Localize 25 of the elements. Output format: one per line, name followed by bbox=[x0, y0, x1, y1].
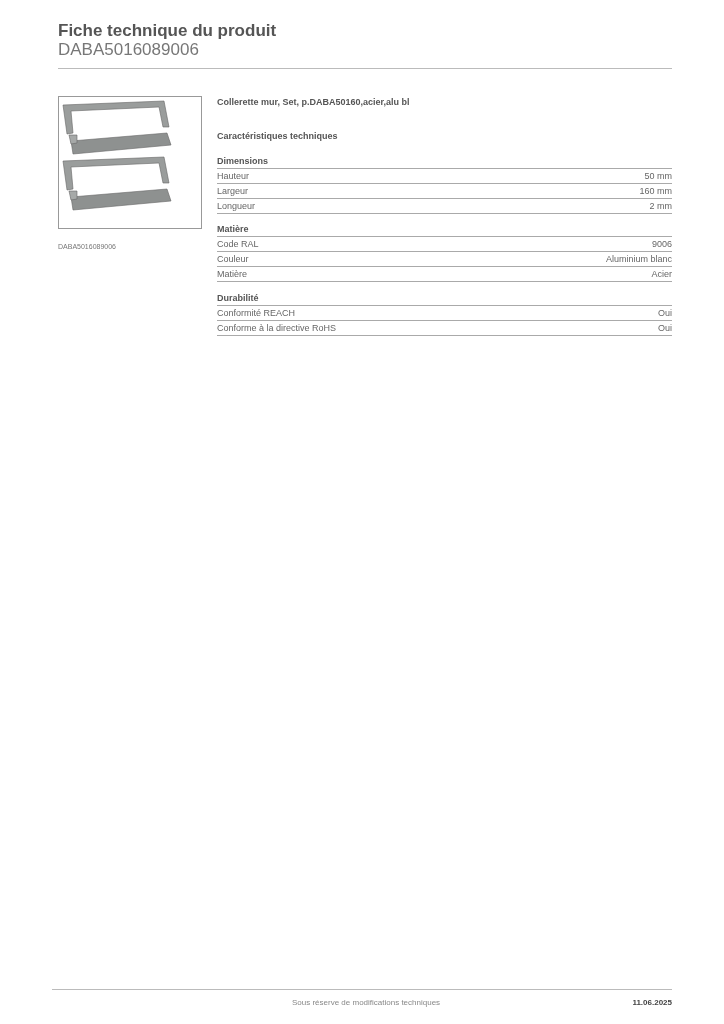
property-name: Largeur bbox=[217, 185, 249, 198]
property-value: Acier bbox=[651, 268, 672, 281]
table-heading: Matière bbox=[217, 224, 249, 234]
footer-note: Sous réserve de modifications techniques bbox=[292, 998, 441, 1007]
property-name: Code RAL bbox=[217, 238, 259, 251]
product-name: Collerette mur, Set, p.DABA50160,acier,alu bl bbox=[217, 96, 410, 108]
property-value: Aluminium blanc bbox=[605, 253, 672, 266]
property-value: Oui bbox=[658, 307, 672, 320]
property-value: 2 mm bbox=[649, 200, 672, 213]
property-name: Hauteur bbox=[217, 170, 250, 183]
product-code: DABA5016089006 bbox=[58, 40, 199, 60]
property-name: Couleur bbox=[217, 253, 249, 266]
page-title: Fiche technique du produit bbox=[58, 21, 277, 41]
footer-date: 11.06.2025 bbox=[632, 998, 672, 1007]
table-heading: Durabilité bbox=[217, 293, 259, 303]
property-name: Longueur bbox=[217, 200, 256, 213]
section-heading: Caractéristiques techniques bbox=[217, 130, 338, 142]
property-value: 160 mm bbox=[639, 185, 672, 198]
property-name: Conforme à la directive RoHS bbox=[217, 322, 337, 335]
property-name: Matière bbox=[217, 268, 247, 281]
property-value: 9006 bbox=[651, 238, 672, 251]
property-name: Conformité REACH bbox=[217, 307, 296, 320]
property-value: 50 mm bbox=[644, 170, 672, 183]
property-value: Oui bbox=[658, 322, 672, 335]
table-heading: Dimensions bbox=[217, 156, 268, 166]
